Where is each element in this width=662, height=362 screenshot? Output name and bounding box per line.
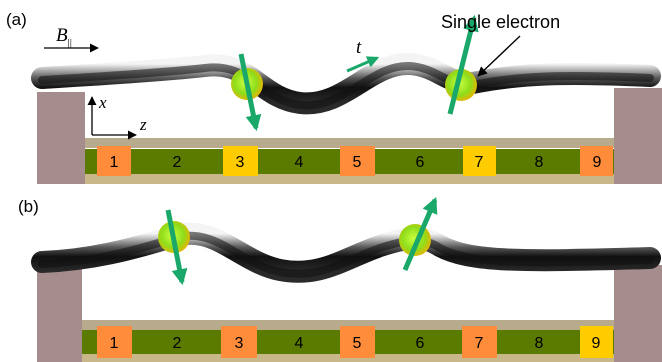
spin-arrow-up-a: [447, 14, 479, 115]
gate-a-4-label: 4: [295, 154, 304, 171]
gate-a-5: [340, 146, 375, 176]
gate-b-9: [580, 326, 613, 358]
gate-a-2-label: 2: [173, 154, 182, 171]
gate-b-1: [97, 326, 132, 358]
gate-a-8-label: 8: [535, 154, 544, 171]
axes-indicator: x z: [87, 93, 147, 140]
gate-a-3: [223, 146, 258, 176]
gate-a-7-label: 7: [475, 154, 484, 171]
gate-a-9: [580, 146, 613, 176]
hopping-label: t: [356, 37, 362, 58]
gate-b-9-label: 9: [592, 335, 601, 352]
gate-b-5-label: 5: [353, 335, 362, 352]
spin-arrow-up-b: [402, 197, 438, 271]
gate-b-1-label: 1: [110, 335, 119, 352]
gate-row-b: 1 2 3 4 5 6 7 8 9: [97, 326, 613, 358]
gate-b-8-label: 8: [535, 335, 544, 352]
substrate-bar: [85, 138, 614, 148]
gate-a-6-label: 6: [416, 154, 425, 171]
spin-arrow-down-b: [165, 209, 188, 286]
left-contact: [37, 92, 85, 184]
substrate-base: [85, 174, 614, 184]
gate-a-7: [463, 146, 496, 176]
nanotube-b-core: [38, 231, 654, 278]
gate-a-3-label: 3: [236, 154, 245, 171]
gate-b-7-label: 7: [475, 335, 484, 352]
gate-b-5: [340, 326, 375, 358]
gate-a-9-label: 9: [593, 154, 602, 171]
gate-b-7: [462, 326, 497, 358]
nanotube-a-core: [38, 61, 654, 110]
panel-b: (b) 1 2 3 4 5 6 7 8 9: [18, 197, 662, 362]
axis-z-label: z: [139, 115, 147, 134]
substrate-bar-b: [82, 320, 614, 330]
panel-b-label: (b): [18, 197, 39, 216]
electron-annotation: Single electron: [441, 12, 560, 32]
panel-a: (a) 1 2 3 4 5 6 7 8 9: [6, 10, 662, 184]
panel-a-label: (a): [6, 10, 27, 29]
hopping-arrow: [346, 56, 380, 73]
field-label: B||: [56, 25, 72, 49]
gate-a-1: [97, 146, 131, 176]
annotation-pointer: [477, 35, 521, 77]
gate-row-a: 1 2 3 4 5 6 7 8 9: [97, 146, 613, 176]
gate-b-3-label: 3: [235, 335, 244, 352]
gate-b-4-label: 4: [295, 335, 304, 352]
axis-x-label: x: [98, 93, 107, 112]
gate-a-5-label: 5: [353, 154, 362, 171]
gate-b-3: [221, 326, 257, 358]
right-contact-b: [614, 265, 662, 362]
gate-a-1-label: 1: [110, 154, 119, 171]
left-contact-b: [37, 268, 82, 362]
gate-b-6-label: 6: [416, 335, 425, 352]
right-contact: [614, 88, 662, 184]
spin-arrow-down-a: [238, 53, 262, 132]
gate-b-2-label: 2: [173, 335, 182, 352]
